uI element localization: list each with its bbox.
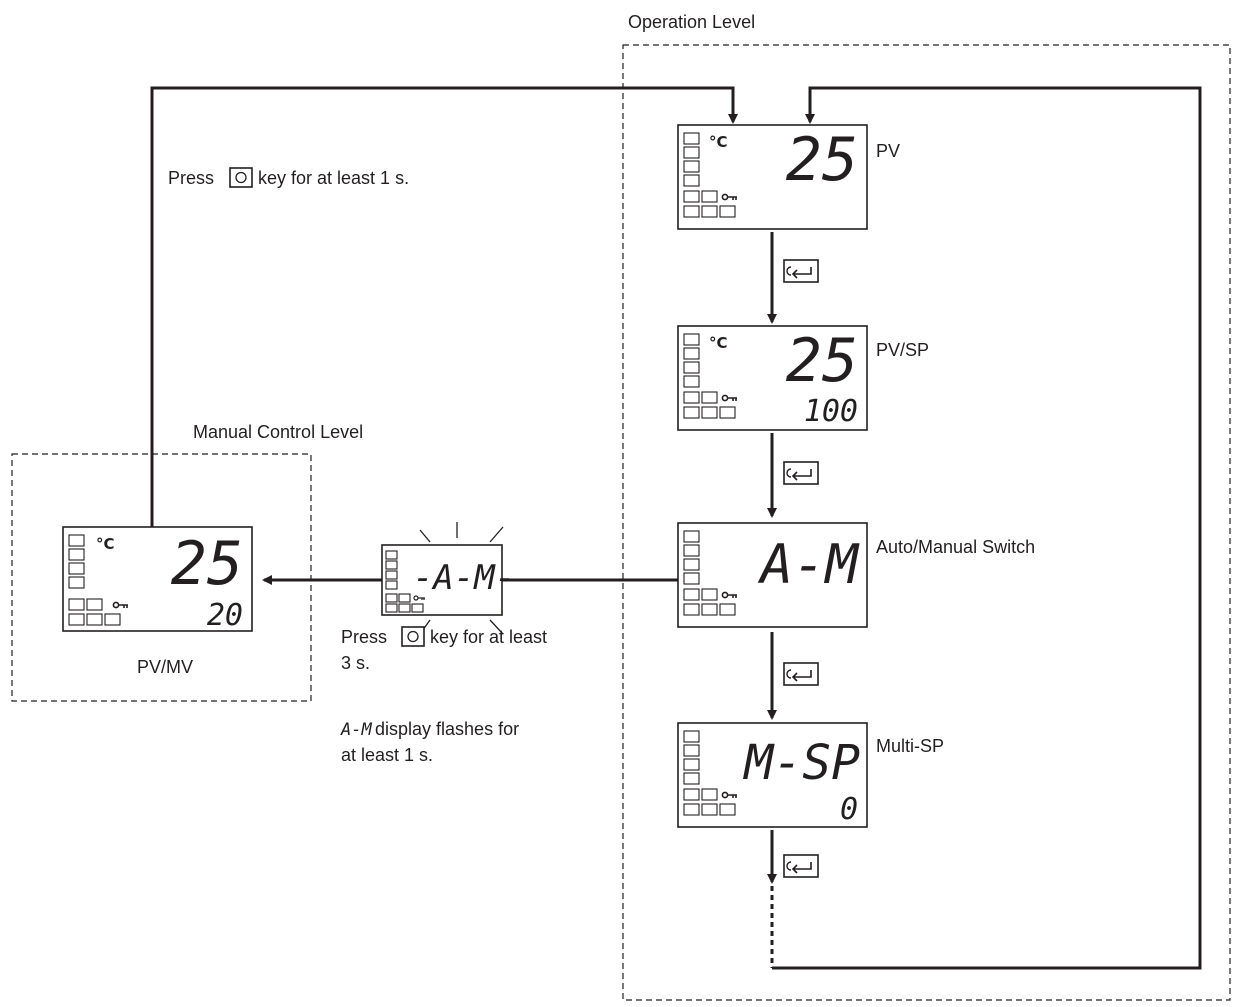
manipulated-value-sub: 20 bbox=[207, 598, 243, 633]
indicator-lamps bbox=[683, 132, 736, 218]
operation-level-label: Operation Level bbox=[628, 12, 755, 32]
parameter-code-main: A-M bbox=[757, 533, 860, 596]
caption-pv-sp: PV/SP bbox=[876, 340, 929, 360]
process-value-main: 25 bbox=[171, 529, 243, 599]
operation-level-frame bbox=[622, 44, 1231, 1001]
display-pv-sp: °C 25 100 bbox=[677, 325, 868, 431]
set-point-sub: 100 bbox=[804, 394, 858, 429]
loop-back-line bbox=[772, 86, 1202, 970]
display-pv-mv: °C 25 20 bbox=[62, 526, 253, 633]
level-key-icon bbox=[783, 259, 819, 283]
key-lock-icon bbox=[721, 193, 737, 201]
svg-text:display flashes for: display flashes for bbox=[375, 719, 519, 739]
key-lock-icon bbox=[721, 394, 737, 402]
svg-text:key for at least: key for at least bbox=[430, 627, 547, 647]
process-value-main: 25 bbox=[786, 326, 858, 396]
level-key-icon bbox=[783, 662, 819, 686]
manual-control-level-frame bbox=[11, 453, 312, 702]
indicator-lamps bbox=[68, 534, 121, 626]
flow-lines bbox=[150, 86, 1202, 970]
temperature-unit: °C bbox=[96, 535, 115, 553]
key-lock-icon bbox=[721, 591, 737, 599]
indicator-lamps bbox=[683, 530, 736, 616]
key-lock-icon bbox=[413, 595, 425, 601]
flashing-code: -A-M- bbox=[413, 558, 515, 598]
manual-control-level-label: Manual Control Level bbox=[193, 422, 363, 442]
parameter-code-main: M-SP bbox=[742, 735, 860, 791]
display-auto-manual: A-M bbox=[677, 522, 868, 628]
flash-code-inline: A-M bbox=[340, 720, 372, 740]
caption-auto-manual: Auto/Manual Switch bbox=[876, 537, 1035, 557]
multi-sp-value-sub: 0 bbox=[840, 792, 858, 827]
indicator-lamps bbox=[683, 730, 736, 816]
mode-key-icon bbox=[229, 167, 253, 188]
svg-text:3 s.: 3 s. bbox=[341, 653, 370, 673]
display-pv: °C 25 bbox=[677, 124, 868, 230]
temperature-unit: °C bbox=[709, 334, 728, 352]
key-lock-icon bbox=[721, 791, 737, 799]
level-key-icon bbox=[783, 461, 819, 485]
note-press-1s: Press key for at least 1 s. bbox=[168, 167, 409, 188]
display-flashing-am: -A-M- bbox=[381, 544, 515, 616]
caption-pv: PV bbox=[876, 141, 900, 161]
svg-text:Press: Press bbox=[168, 168, 214, 188]
mode-key-icon bbox=[401, 626, 425, 647]
caption-multi-sp: Multi-SP bbox=[876, 736, 944, 756]
display-multi-sp: M-SP 0 bbox=[677, 722, 868, 828]
key-lock-icon bbox=[112, 601, 128, 609]
process-value-main: 25 bbox=[786, 125, 858, 195]
note-press-3s: Press key for at least 3 s. bbox=[341, 626, 547, 673]
svg-text:Press: Press bbox=[341, 627, 387, 647]
note-flash-duration: A-M display flashes for at least 1 s. bbox=[340, 719, 519, 765]
return-to-operation-line bbox=[150, 86, 738, 528]
level-key-icon bbox=[783, 854, 819, 878]
svg-text:key for at least 1 s.: key for at least 1 s. bbox=[258, 168, 409, 188]
svg-text:at least 1 s.: at least 1 s. bbox=[341, 745, 433, 765]
indicator-lamps bbox=[683, 333, 736, 419]
temperature-unit: °C bbox=[709, 133, 728, 151]
caption-pv-mv: PV/MV bbox=[137, 657, 193, 677]
